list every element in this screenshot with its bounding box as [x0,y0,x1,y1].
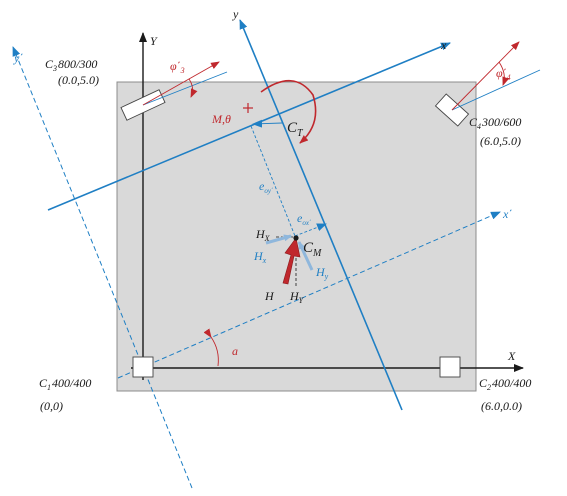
c3-coords: (0.0,5.0) [58,73,99,87]
moment-arc [260,79,317,144]
y-axis-label: y [232,7,239,21]
x-axis [47,42,451,211]
ct-label: CT [287,120,304,139]
force-H-resultant [282,237,301,285]
HX-label: HX [255,227,271,243]
alpha-label: a [232,344,238,358]
c3-angle-arc [188,78,198,98]
c3-angle-arrow [142,61,220,106]
X-axis-label: X [507,349,516,363]
x-axis-label: x [440,38,447,52]
c2-coords: (6.0,0.0) [481,399,522,413]
c4-local-axis [451,69,541,111]
mass-center-point [293,235,299,241]
y-prime-label: y΄ [13,51,23,65]
H-label: H [264,289,275,303]
force-Hy-local [297,241,314,271]
column-c1 [132,356,154,378]
HY-label: HY [289,289,305,305]
c2-label: C2400/400 [479,376,531,392]
eccentricity-x-line [294,223,327,237]
x-prime-label: x΄ [502,207,512,221]
e0x-label: eox΄ [297,211,311,227]
c4-angle-arrow [451,41,520,111]
moment-plus-sign [243,103,253,113]
Y-axis-label: Y [150,34,158,48]
y-axis [239,19,403,411]
c1-coords: (0,0) [40,399,63,413]
c3-local-axis [142,71,228,106]
c4-coords: (6.0,5.0) [480,134,521,148]
force-Hx-local [265,234,292,245]
alpha-angle-arc [203,328,219,367]
moment-label: M,θ [211,112,231,126]
c4-angle-arc [498,61,510,86]
cm-label: CM [303,240,322,259]
eccentricity-y-arrow [252,119,283,128]
phi4-label: φ΄4 [496,66,511,82]
column-c2 [439,356,461,378]
Hy-label: Hy [315,265,329,281]
c1-label: C1400/400 [39,376,91,392]
c3-label: C3800/300 [45,57,97,73]
Hx-label: Hx [253,249,267,265]
x-prime-axis [117,211,501,379]
phi3-label: φ΄3 [170,59,185,75]
y-prime-axis [12,46,193,489]
c4-label: C4300/600 [469,115,521,131]
e0y-label: eoy΄ [259,179,273,195]
